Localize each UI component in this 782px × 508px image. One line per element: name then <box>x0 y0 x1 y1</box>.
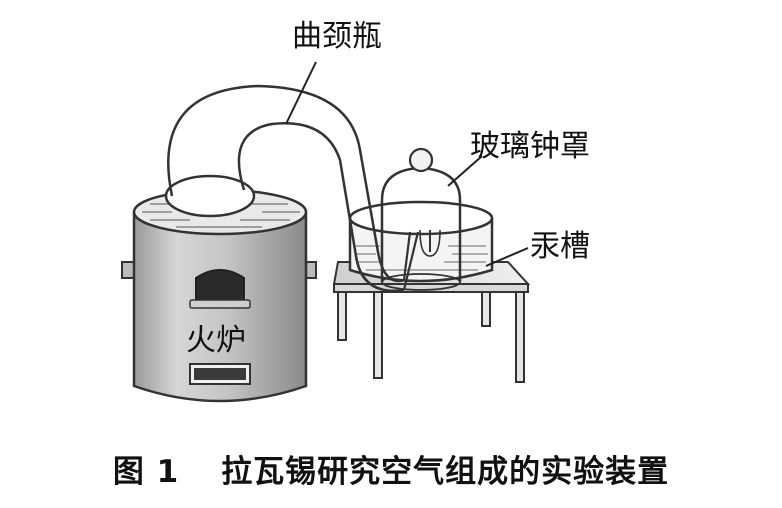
stand-leg-back-left <box>373 291 383 379</box>
leader-bell-jar <box>447 155 483 187</box>
leader-lines <box>285 61 529 267</box>
retort-flask <box>164 84 420 293</box>
bell-jar-knob <box>408 147 434 173</box>
label-retort-flask: 曲颈瓶 <box>292 19 382 54</box>
mercury-trough <box>348 200 494 283</box>
stand-leg-front-right <box>515 291 525 383</box>
figure-title: 拉瓦锡研究空气组成的实验装置 <box>221 454 670 490</box>
leader-flask <box>285 61 317 125</box>
label-mercury-trough: 汞槽 <box>530 229 590 264</box>
label-furnace: 火炉 <box>186 323 246 358</box>
figure-number: 图 1 <box>112 454 180 490</box>
stand-leg-front-left <box>337 291 347 341</box>
figure-caption: 图 1 拉瓦锡研究空气组成的实验装置 <box>0 446 782 491</box>
leader-trough <box>485 247 529 267</box>
furnace-door-ledge <box>189 299 251 309</box>
stand-leg-back-right <box>481 291 491 327</box>
furnace-upper-door <box>195 269 245 305</box>
furnace <box>121 188 317 403</box>
bell-jar <box>380 147 462 291</box>
apparatus-illustration <box>121 61 531 403</box>
label-bell-jar: 玻璃钟罩 <box>470 129 590 164</box>
